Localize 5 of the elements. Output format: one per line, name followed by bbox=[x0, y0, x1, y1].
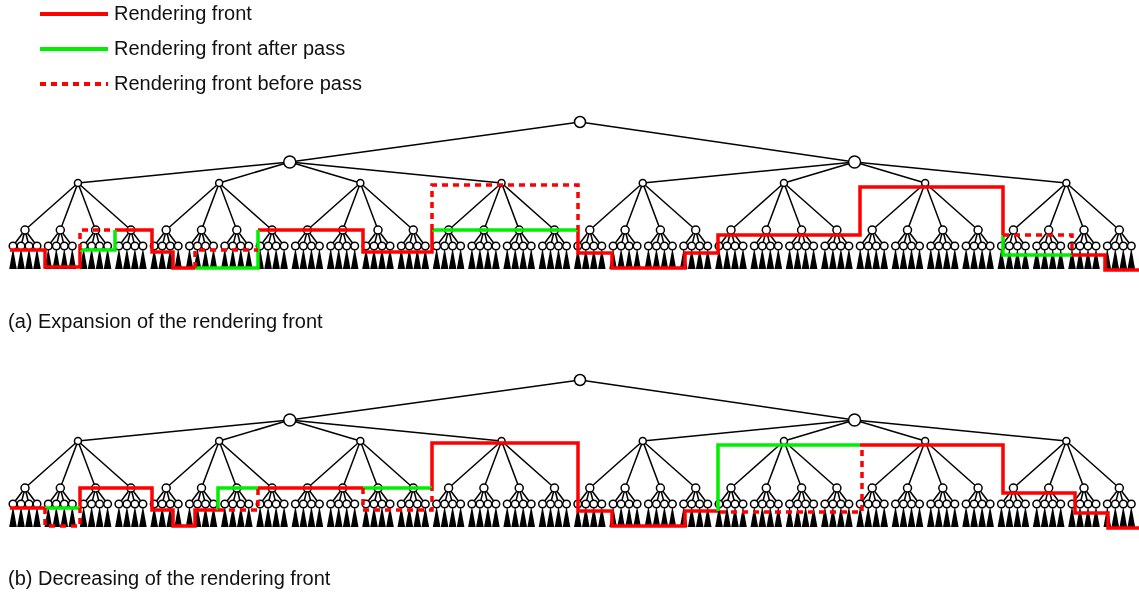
legend-text: Rendering front before pass bbox=[114, 72, 362, 94]
legend-text: Rendering front bbox=[114, 2, 252, 24]
legend-text: Rendering front after pass bbox=[114, 37, 346, 59]
figure-caption: (b) Decreasing of the rendering front bbox=[8, 567, 331, 589]
figure-caption: (a) Expansion of the rendering front bbox=[8, 310, 323, 332]
